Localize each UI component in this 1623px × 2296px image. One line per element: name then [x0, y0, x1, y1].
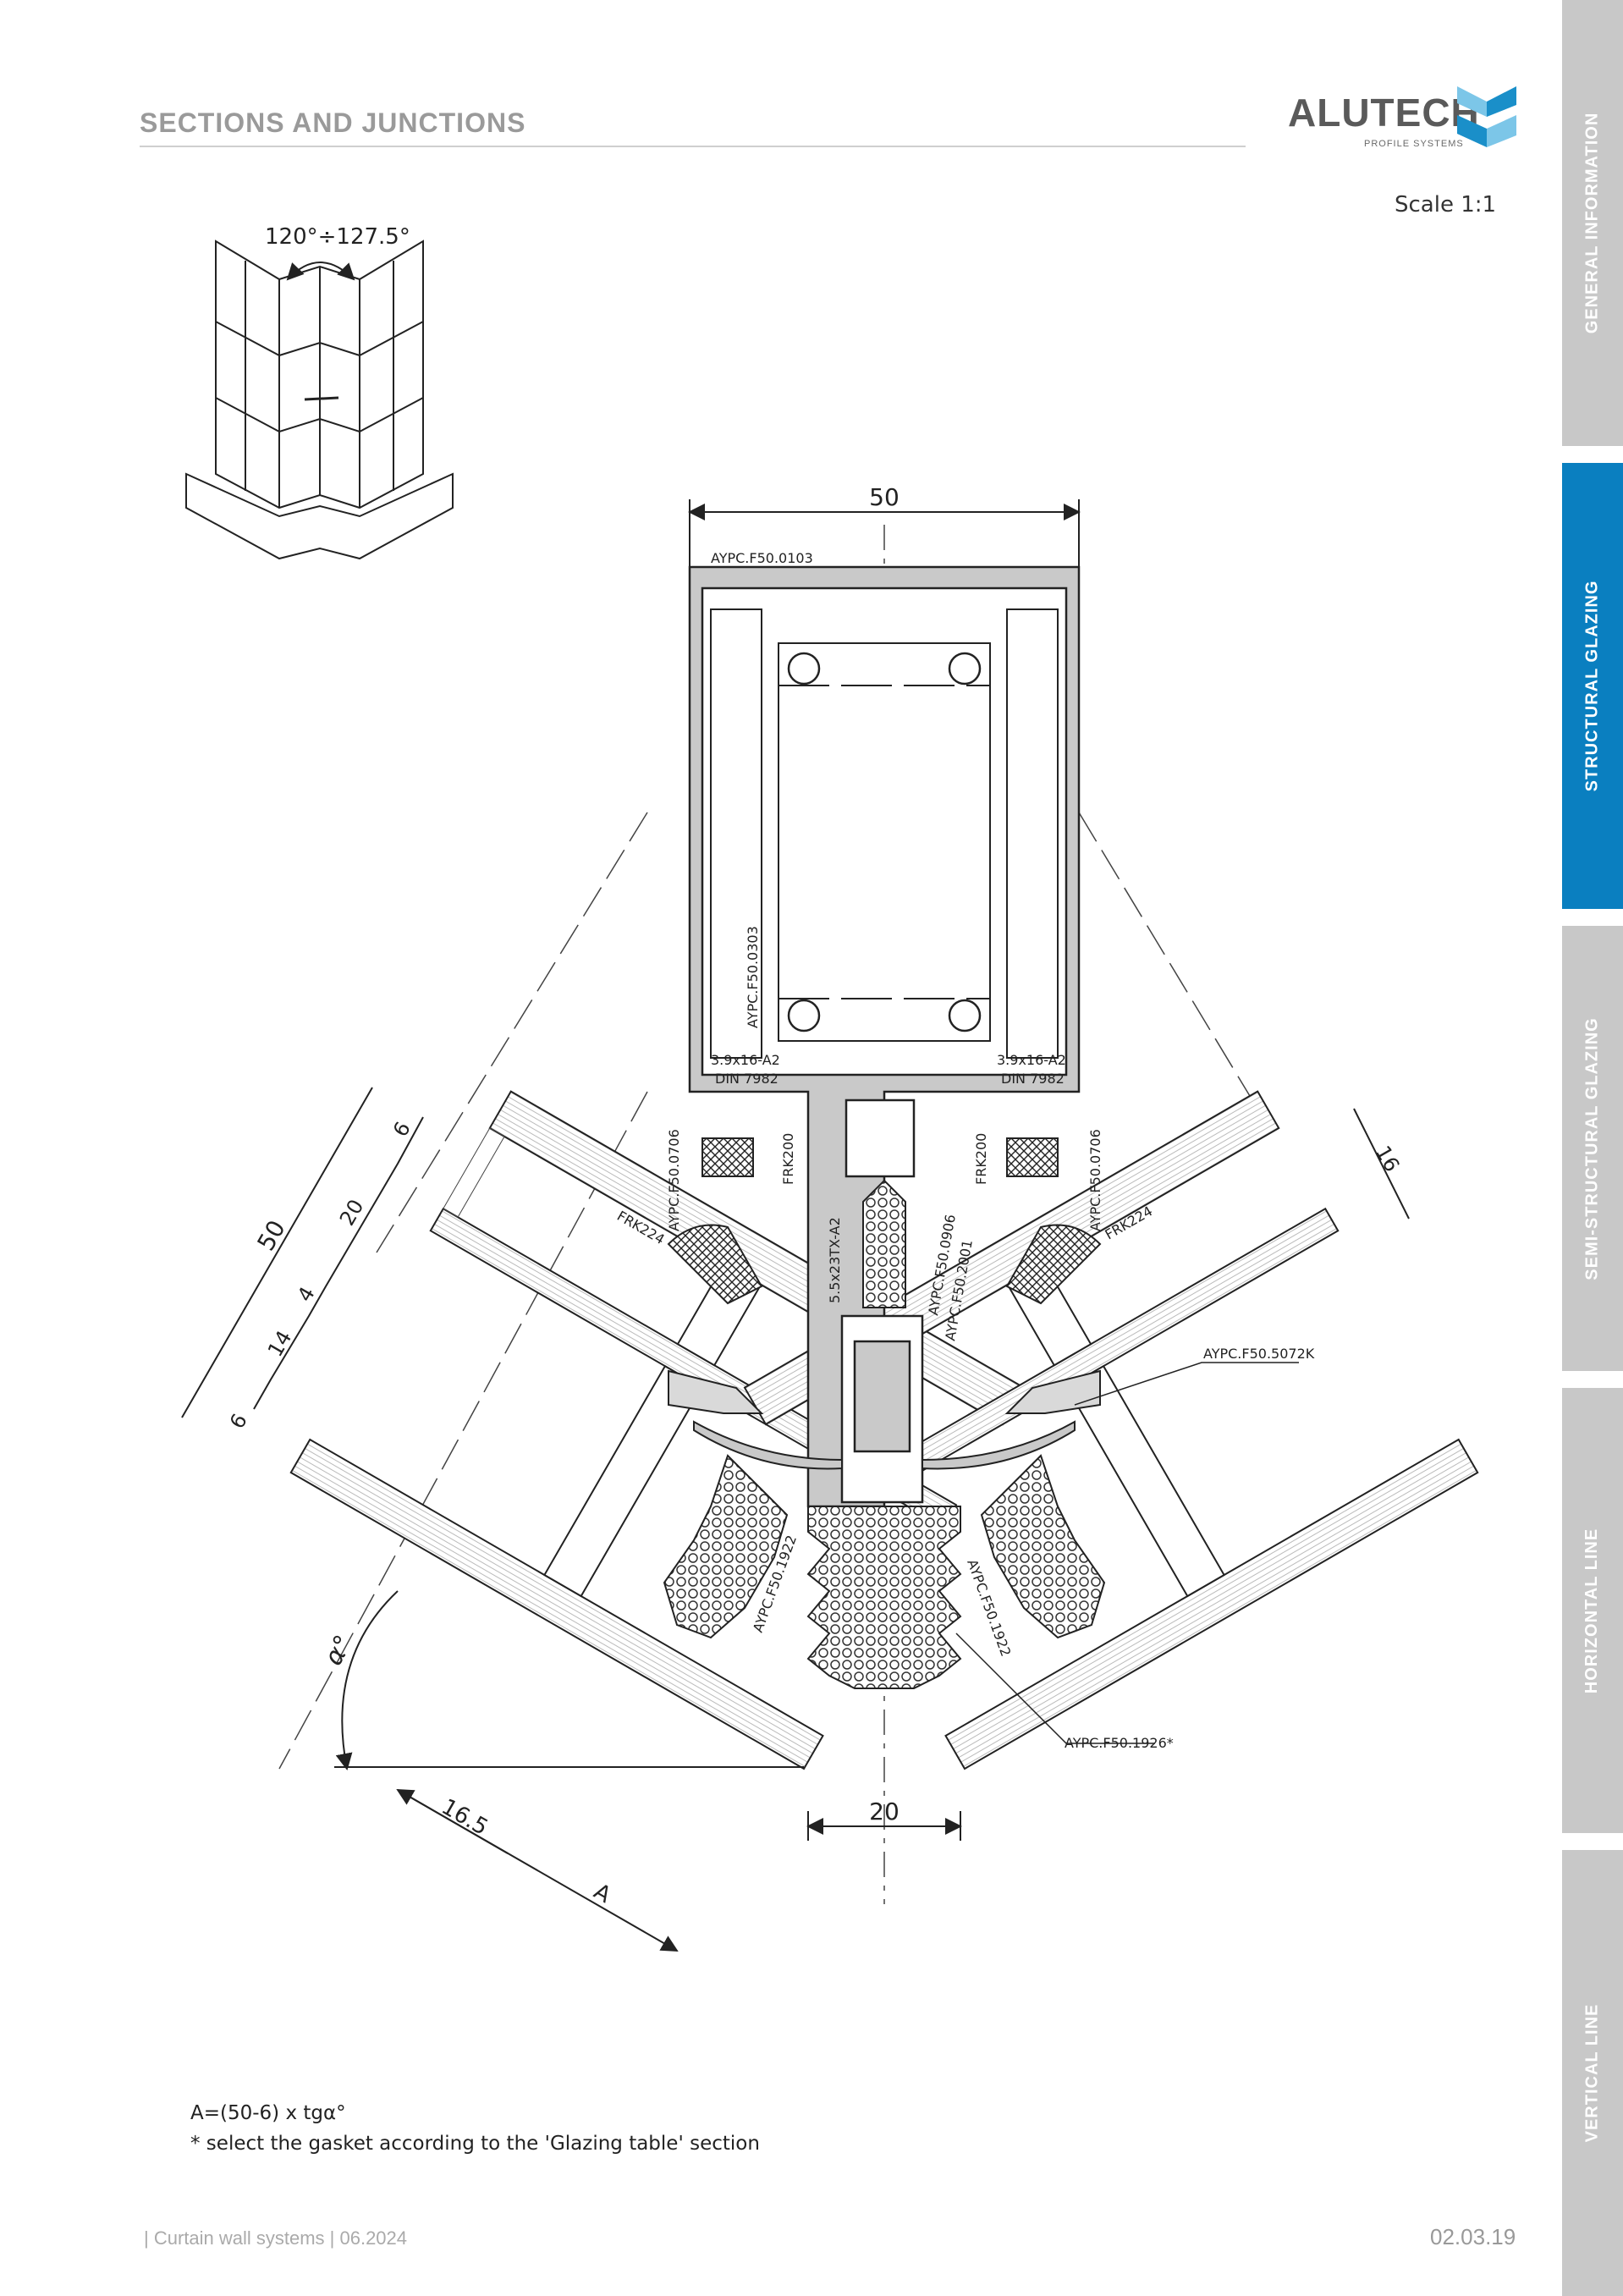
dim-left-b: 20: [335, 1196, 369, 1230]
tab-general-information[interactable]: GENERAL INFORMATION: [1562, 0, 1623, 446]
logo-subtitle: PROFILE SYSTEMS: [1364, 139, 1464, 149]
dim-right-thickness: 16: [1371, 1142, 1405, 1176]
label-insert: AYPC.F50.0303: [745, 926, 761, 1028]
tab-horizontal-line[interactable]: HORIZONTAL LINE: [1562, 1388, 1623, 1833]
label-screw-left-1: 3.9x16-A2: [711, 1052, 780, 1068]
label-frk200-left: FRK200: [780, 1133, 796, 1185]
footer-document-info: | Curtain wall systems | 06.2024: [144, 2227, 408, 2249]
formula-note: A=(50-6) x tgα°: [190, 2102, 346, 2124]
dim-bottom-width: 20: [869, 1798, 900, 1825]
logo-wordmark: ALUTECH: [1288, 91, 1480, 135]
label-gasket-right: AYPC.F50.0706: [1087, 1129, 1103, 1231]
gasket-footnote: * select the gasket according to the 'Gl…: [190, 2133, 760, 2155]
page-number: 02.03.19: [1430, 2224, 1516, 2249]
mullion-profile: [688, 565, 1081, 1508]
label-screw-center: 5.5x23TX-A2: [827, 1217, 843, 1303]
scale-label: Scale 1:1: [1395, 192, 1497, 217]
label-gasket-left: AYPC.F50.0706: [666, 1129, 682, 1231]
label-clip: AYPC.F50.5072K: [1203, 1346, 1315, 1362]
tab-vertical-line[interactable]: VERTICAL LINE: [1562, 1850, 1623, 2296]
dim-top-width: 50: [869, 483, 900, 511]
alutech-logo: ALUTECH PROFILE SYSTEMS: [1288, 85, 1516, 152]
dim-left-total: 50: [251, 1215, 290, 1255]
dim-left-d: 14: [263, 1327, 297, 1361]
label-screw-left-2: DIN 7982: [715, 1071, 778, 1087]
logo-mark-icon: [1457, 86, 1516, 147]
tab-structural-glazing[interactable]: STRUCTURAL GLAZING: [1562, 463, 1623, 909]
section-sidebar: GENERAL INFORMATION STRUCTURAL GLAZING S…: [1562, 0, 1623, 2296]
header-divider: [140, 146, 1246, 147]
dimension-lines: [181, 499, 1410, 1952]
tab-semi-structural-glazing[interactable]: SEMI-STRUCTURAL GLAZING: [1562, 926, 1623, 1371]
label-screw-right-2: DIN 7982: [1001, 1071, 1065, 1087]
label-gasket-1926: AYPC.F50.1926*: [1065, 1735, 1174, 1751]
label-screw-right-1: 3.9x16-A2: [997, 1052, 1066, 1068]
label-mullion: AYPC.F50.0103: [711, 550, 813, 566]
dim-offset: 16.5: [437, 1794, 492, 1841]
leader-lines: [955, 1362, 1299, 1744]
dim-a: A: [590, 1879, 616, 1908]
page-title: SECTIONS AND JUNCTIONS: [140, 107, 526, 138]
gaskets: [663, 1137, 1106, 1689]
dim-angle: α°: [319, 1630, 360, 1671]
facade-thumbnail: [185, 240, 454, 560]
label-frk200-right: FRK200: [973, 1133, 989, 1185]
dim-left-e: 6: [225, 1410, 252, 1433]
angle-range-label: 120°÷127.5°: [265, 224, 410, 250]
